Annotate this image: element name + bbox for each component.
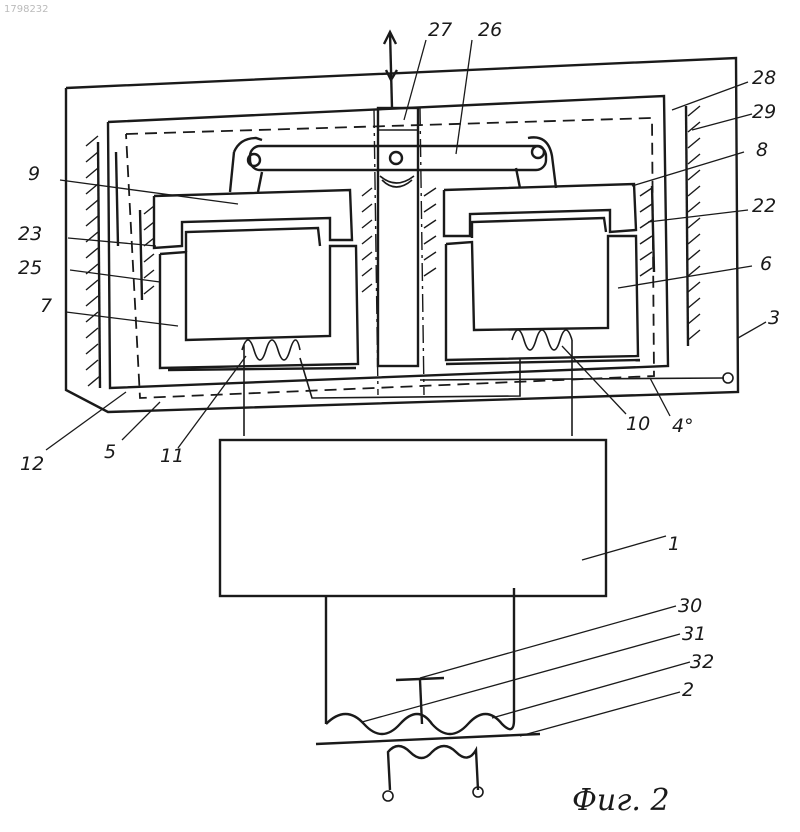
coil-10 xyxy=(512,330,572,436)
left-magnet-core xyxy=(154,190,358,368)
callout-22: 22 xyxy=(752,195,776,217)
motion-arrow xyxy=(384,32,397,108)
callout-1: 1 xyxy=(668,533,680,555)
callout-30: 30 xyxy=(678,595,702,617)
callout-29: 29 xyxy=(752,101,776,123)
callout-4: 4° xyxy=(672,415,694,437)
lever-26 xyxy=(230,137,556,192)
leader-lines xyxy=(46,40,766,736)
callout-11: 11 xyxy=(160,445,184,467)
callout-7: 7 xyxy=(40,295,52,317)
callout-3: 3 xyxy=(768,307,780,329)
coil-11 xyxy=(242,340,300,436)
callout-10: 10 xyxy=(626,413,650,435)
callout-8: 8 xyxy=(756,139,768,161)
callout-23: 23 xyxy=(18,223,42,245)
callout-5: 5 xyxy=(104,441,116,463)
callout-6: 6 xyxy=(760,253,772,275)
centre-line-right xyxy=(420,108,424,395)
figure-caption: Фиг. 2 xyxy=(572,783,670,818)
callout-9: 9 xyxy=(28,163,40,185)
right-magnet-core xyxy=(444,184,638,360)
callout-28: 28 xyxy=(752,67,776,89)
callout-12: 12 xyxy=(20,453,44,475)
corner-stamp: 1798232 xyxy=(4,4,49,15)
callout-2: 2 xyxy=(682,679,694,701)
callout-26: 26 xyxy=(478,19,502,41)
power-unit-1 xyxy=(220,440,606,596)
callout-31: 31 xyxy=(682,623,706,645)
callout-32: 32 xyxy=(690,651,714,673)
inner-frame xyxy=(108,96,668,388)
right-base-plate xyxy=(446,360,640,364)
callout-27: 27 xyxy=(428,19,452,41)
callout-25: 25 xyxy=(18,257,42,279)
transformer xyxy=(316,588,540,801)
